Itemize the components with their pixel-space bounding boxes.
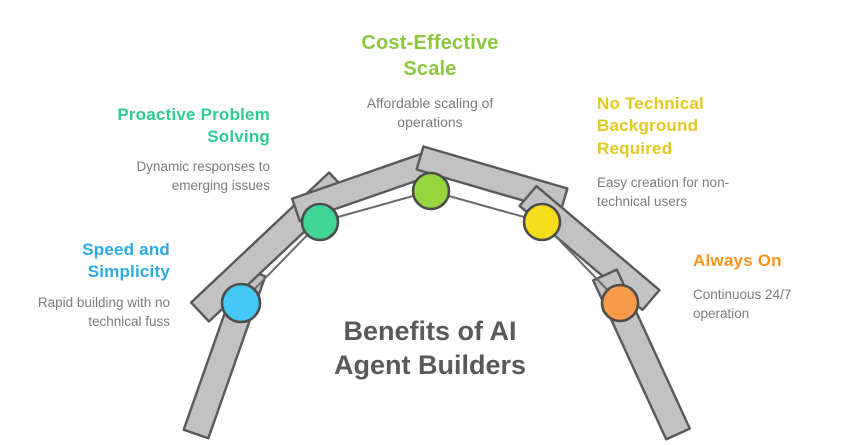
benefit-no-technical-background: No Technical Background Required Easy cr… [597,93,772,212]
benefit-heading-always-on: Always On [693,251,782,270]
benefit-cost-effective-scale: Cost-Effective Scale Affordable scaling … [305,30,555,133]
benefit-heading-speed-and-simplicity: Speed and Simplicity [82,240,170,282]
benefit-description-no-technical-background: Easy creation for non- technical users [597,175,730,210]
page-title: Benefits of AI Agent Builders [333,316,527,381]
benefit-description-speed-and-simplicity: Rapid building with no technical fuss [37,294,170,329]
benefit-heading-proactive-problem-solving: Proactive Problem Solving [117,105,270,147]
node-speed-and-simplicity [220,282,262,324]
node-cost-effective-scale [411,171,451,211]
benefit-proactive-problem-solving: Proactive Problem Solving Dynamic respon… [70,104,270,196]
benefit-description-cost-effective-scale: Affordable scaling of operations [366,94,494,131]
benefit-description-proactive-problem-solving: Dynamic responses to emerging issues [136,158,270,193]
benefit-heading-no-technical-background: No Technical Background Required [597,94,704,158]
node-no-technical-background [522,202,562,242]
benefit-speed-and-simplicity: Speed and Simplicity Rapid building with… [5,239,170,332]
benefit-description-always-on: Continuous 24/7 operation [693,287,792,322]
node-always-on [600,283,640,323]
benefit-nodes [220,171,640,324]
node-proactive-problem-solving [300,202,340,242]
benefit-always-on: Always On Continuous 24/7 operation [693,250,853,324]
benefit-heading-cost-effective-scale: Cost-Effective Scale [361,32,499,81]
